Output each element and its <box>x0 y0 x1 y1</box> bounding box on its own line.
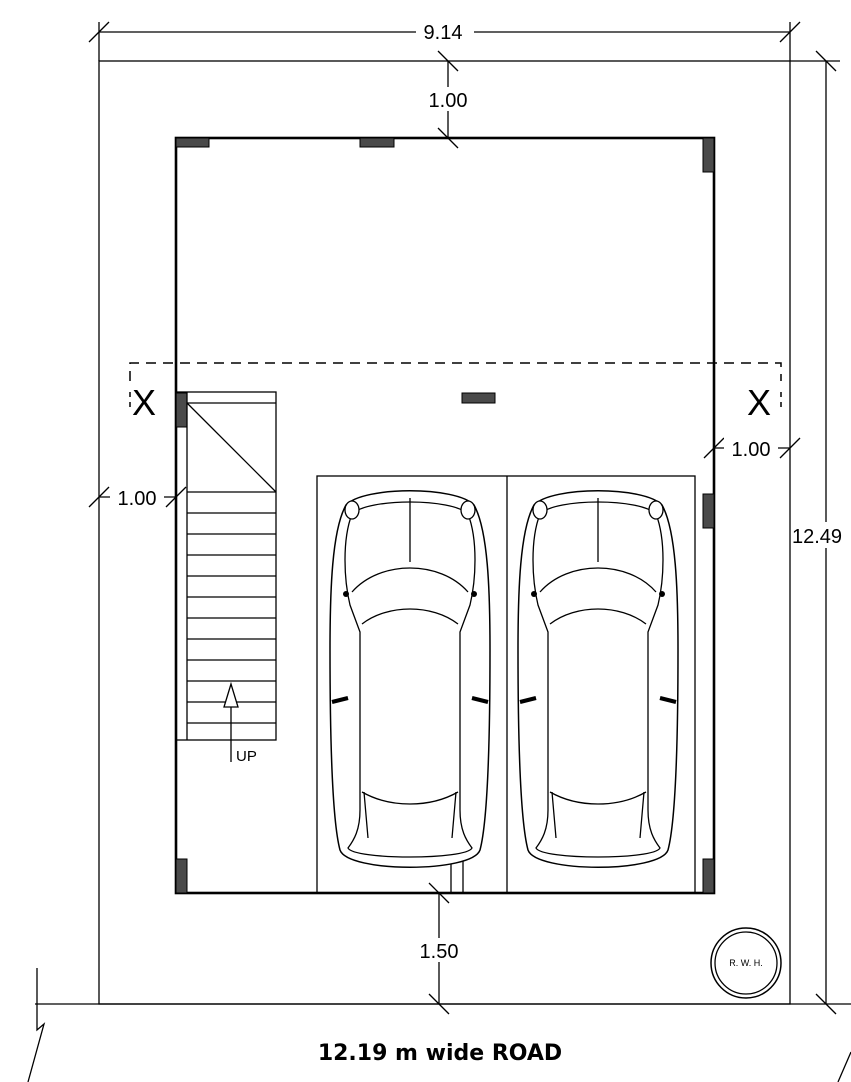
car-icon <box>328 488 492 870</box>
column <box>359 137 395 148</box>
right-setback-dimension: 1.00 <box>703 437 801 461</box>
left-setback-dimension: 1.00 <box>88 486 187 510</box>
rear-setback-dimension: 1.50 <box>411 882 467 1015</box>
break-line-right <box>837 1051 851 1082</box>
rear-setback-text: 1.50 <box>420 941 459 963</box>
car-icon <box>516 488 680 870</box>
section-mark-left: X <box>132 382 156 423</box>
column <box>175 858 188 894</box>
front-setback-dimension: 1.00 <box>420 50 476 149</box>
depth-dimension-text: 12.49 <box>792 526 842 548</box>
road-label: 12.19 m wide ROAD <box>318 1041 562 1066</box>
column <box>702 858 715 894</box>
rwh-label: R. W. H. <box>729 958 763 968</box>
column <box>175 392 188 428</box>
right-setback-text: 1.00 <box>732 439 771 461</box>
section-mark-right: X <box>747 382 771 423</box>
up-arrow-icon <box>223 681 239 762</box>
column <box>461 392 496 404</box>
column <box>702 493 715 529</box>
column <box>175 137 210 148</box>
width-dimension-text: 9.14 <box>424 22 463 44</box>
stair-up-label: UP <box>236 748 257 765</box>
left-setback-text: 1.00 <box>118 488 157 510</box>
width-dimension: 9.14 <box>88 21 801 61</box>
section-line: X X <box>129 362 782 423</box>
break-line-left <box>27 968 46 1082</box>
staircase: UP <box>175 391 277 765</box>
depth-dimension: 12.49 <box>790 50 851 1015</box>
rwh-pit: R. W. H. <box>710 927 782 999</box>
column <box>702 137 715 173</box>
front-setback-text: 1.00 <box>429 90 468 112</box>
